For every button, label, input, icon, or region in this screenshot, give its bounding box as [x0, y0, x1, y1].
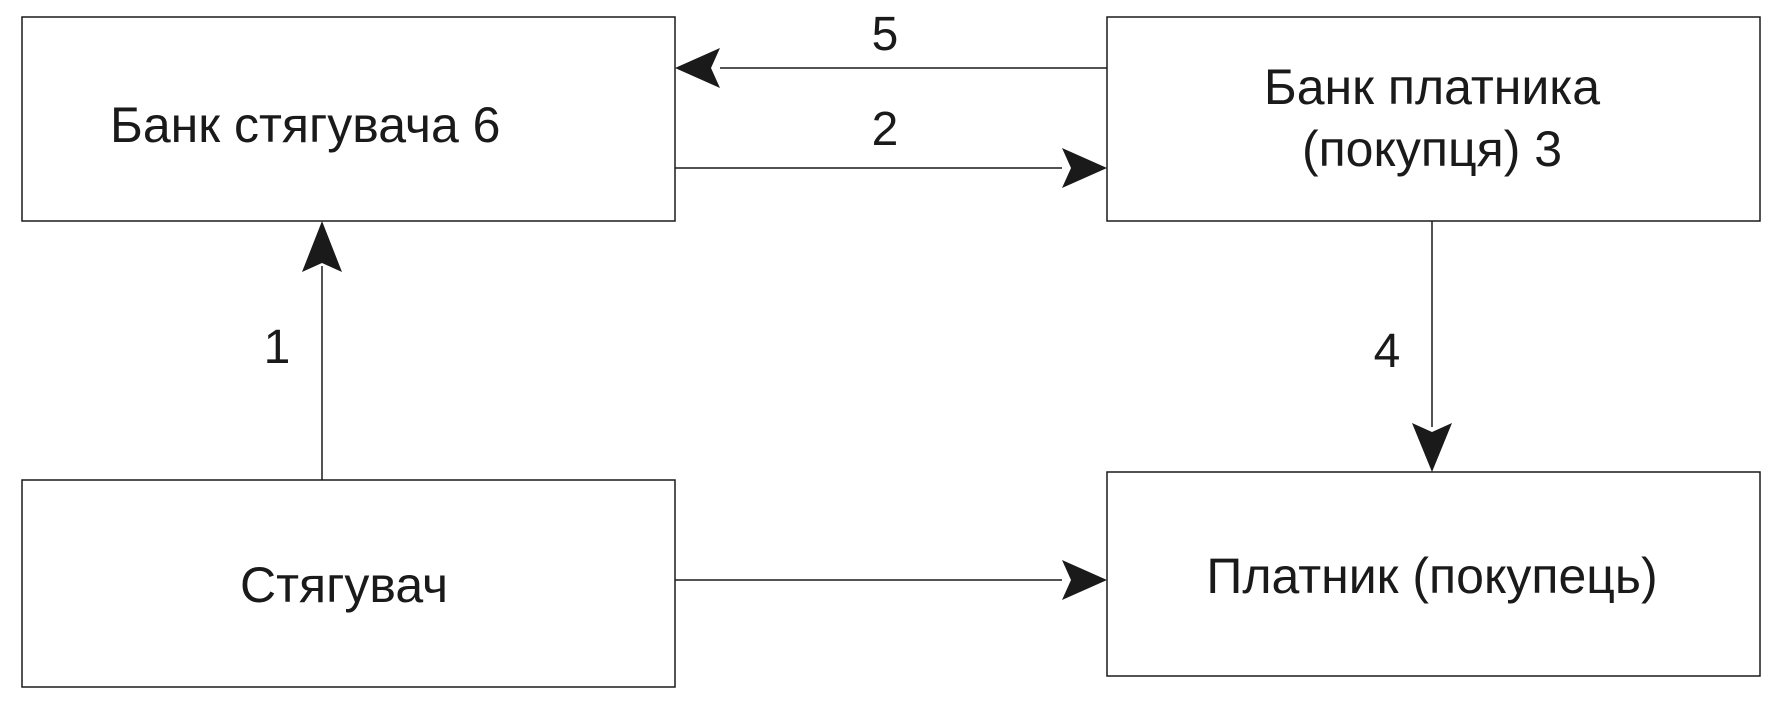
edge-1-arrowhead [302, 221, 342, 272]
edge-1-label: 1 [264, 321, 291, 374]
node-payer-bank: Банк платника (покупця) 3 [1106, 16, 1761, 222]
edge-4-label: 4 [1374, 325, 1401, 378]
node-collector-bank-label: Банк стягувача 6 [110, 97, 500, 153]
edge-collector-payer [675, 560, 1107, 600]
node-payer-label: Платник (покупець) [1206, 548, 1657, 604]
edge-4-arrowhead [1412, 423, 1452, 472]
edge-2-arrowhead [1062, 148, 1107, 188]
node-collector-bank-box [21, 16, 676, 222]
edge-1: 1 [264, 221, 342, 480]
node-collector-bank: Банк стягувача 6 [21, 16, 676, 222]
edge-collector-payer-arrowhead [1062, 560, 1107, 600]
node-collector-box [21, 479, 676, 688]
node-payer: Платник (покупець) [1106, 471, 1761, 677]
edge-2-label: 2 [872, 103, 899, 156]
edge-5: 5 [675, 8, 1107, 88]
edge-2: 2 [675, 103, 1107, 188]
node-collector: Стягувач [21, 479, 676, 688]
edge-4: 4 [1374, 221, 1452, 472]
node-payer-box [1106, 471, 1761, 677]
edge-5-label: 5 [872, 8, 899, 61]
node-payer-bank-label-line1: Банк платника [1264, 59, 1600, 115]
edge-5-arrowhead [675, 48, 720, 88]
node-collector-label: Стягувач [240, 557, 448, 613]
node-payer-bank-label-line2: (покупця) 3 [1302, 121, 1562, 177]
node-payer-bank-box [1106, 16, 1761, 222]
